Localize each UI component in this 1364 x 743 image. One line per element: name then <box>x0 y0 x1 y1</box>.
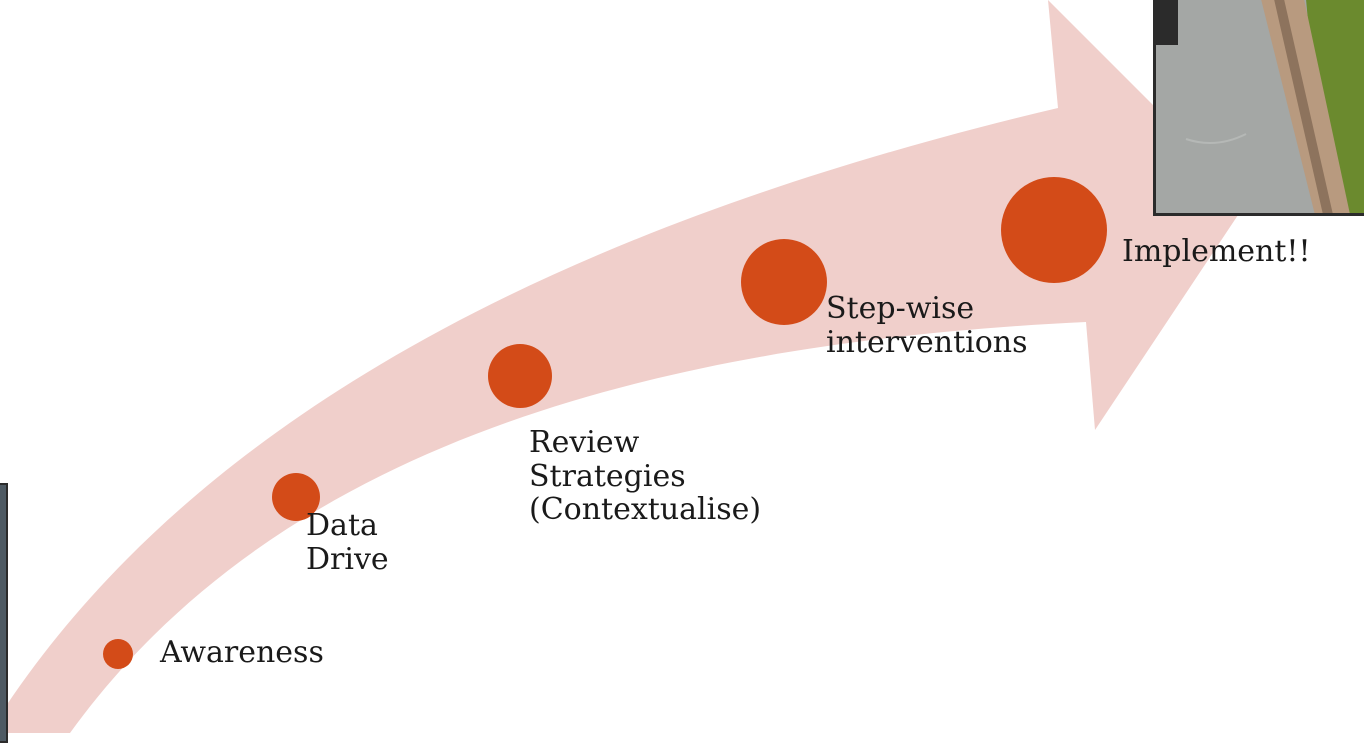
node-review-strategies <box>488 344 552 408</box>
left-photo-edge <box>0 483 8 743</box>
step-label-awareness: Awareness <box>160 635 324 670</box>
step-label-review-strategies: Review Strategies (Contextualise) <box>529 425 762 528</box>
node-implement <box>1001 177 1107 283</box>
step-label-step-wise-interventions: Step-wise interventions <box>826 291 1028 360</box>
curved-arrow <box>0 0 1248 733</box>
step-label-implement: Implement!! <box>1122 234 1311 269</box>
step-label-data-drive: Data Drive <box>306 508 389 577</box>
node-data-drive <box>272 473 320 521</box>
node-awareness <box>103 639 133 669</box>
road-curb-photo <box>1153 0 1364 216</box>
node-step-wise-interventions <box>741 239 827 325</box>
